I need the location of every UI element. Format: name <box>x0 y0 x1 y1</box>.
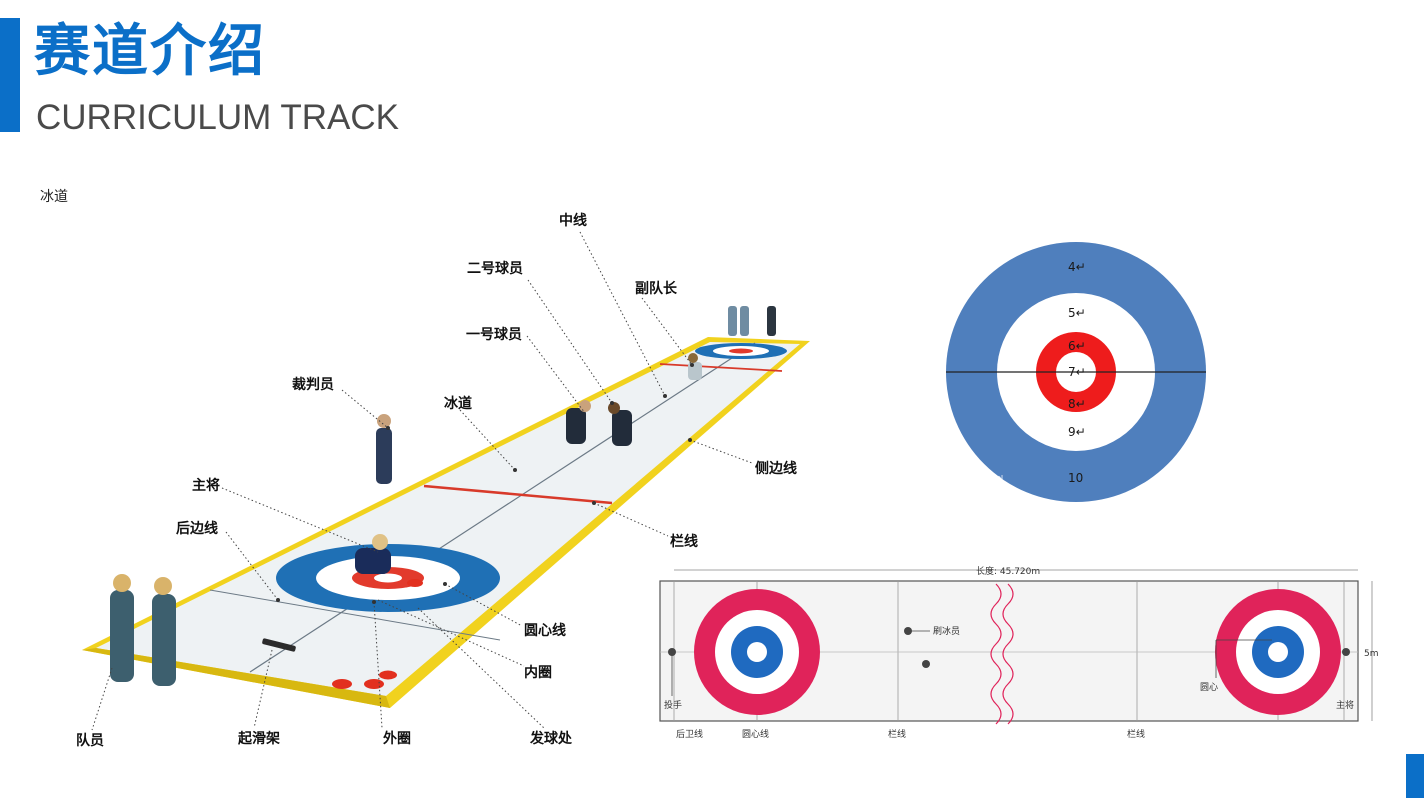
section-label: 冰道 <box>40 189 68 205</box>
label-delivery: 发球处 <box>530 731 572 747</box>
label-players: 队员 <box>76 733 104 749</box>
plan-hog-line-label-2: 栏线 <box>1127 728 1145 740</box>
label-second: 二号球员 <box>467 261 523 277</box>
plan-length-label: 长度: 45.720m <box>976 565 1040 577</box>
label-center-line: 中线 <box>559 213 587 229</box>
ring-number-9: 9↵ <box>1068 425 1086 439</box>
ring-number-7: 7↵ <box>1068 365 1086 379</box>
plan-skip-label: 主将 <box>1336 699 1354 711</box>
baike-watermark: Bai 百科 <box>954 475 1005 490</box>
ring-number-10: 10 <box>1068 471 1083 485</box>
label-sheet: 冰道 <box>444 396 472 412</box>
skip-marker <box>1342 648 1350 656</box>
plan-width-label: 5m <box>1364 649 1379 659</box>
ring-number-8: 8↵ <box>1068 397 1086 411</box>
label-hack: 起滑架 <box>238 731 280 747</box>
plan-tee-label: 圆心 <box>1200 682 1218 693</box>
label-side-line: 侧边线 <box>755 461 797 477</box>
ring-number-4: 4↵ <box>1068 260 1086 274</box>
corner-accent-tab <box>1406 754 1424 798</box>
label-skip: 主将 <box>192 478 220 494</box>
plan-hog-line-label-1: 栏线 <box>888 728 906 740</box>
ring-number-6: 6↵ <box>1068 339 1086 353</box>
title-accent-bar <box>0 18 20 132</box>
label-leader-lines <box>91 231 753 731</box>
page-subtitle: CURRICULUM TRACK <box>36 98 399 137</box>
plan-back-line-label: 后卫线 <box>676 728 703 740</box>
label-tee-line: 圆心线 <box>524 623 566 639</box>
hog-line <box>423 484 613 505</box>
plan-break-mark <box>990 583 1002 725</box>
label-hog-line: 栏线 <box>670 534 698 550</box>
ring-number-5: 5↵ <box>1068 306 1086 320</box>
hack <box>262 638 296 652</box>
page-title: 赛道介绍 <box>34 19 266 84</box>
label-back-line: 后边线 <box>176 521 218 537</box>
plan-sweeper-label: 刷冰员 <box>933 625 960 637</box>
label-lead: 一号球员 <box>466 327 522 343</box>
sheet-plan-diagram: 长度: 45.720m 5m 刷冰员 圆心 投手 主将 后卫线 圆心线 栏线 栏… <box>659 565 1379 740</box>
plan-tee-line-label: 圆心线 <box>742 728 769 740</box>
plan-thrower-label: 投手 <box>664 699 682 711</box>
label-inner-ring: 内圈 <box>524 665 552 681</box>
label-outer-ring: 外圈 <box>383 731 411 747</box>
center-line <box>249 342 756 673</box>
house-diagram: 4↵ 5↵ 6↵ 7↵ 8↵ 9↵ 10 Bai 百科 <box>946 242 1206 502</box>
sweeper-marker-2 <box>922 660 930 668</box>
label-referee: 裁判员 <box>292 377 334 393</box>
label-vice-skip: 副队长 <box>635 281 677 297</box>
player-figures <box>110 306 776 686</box>
